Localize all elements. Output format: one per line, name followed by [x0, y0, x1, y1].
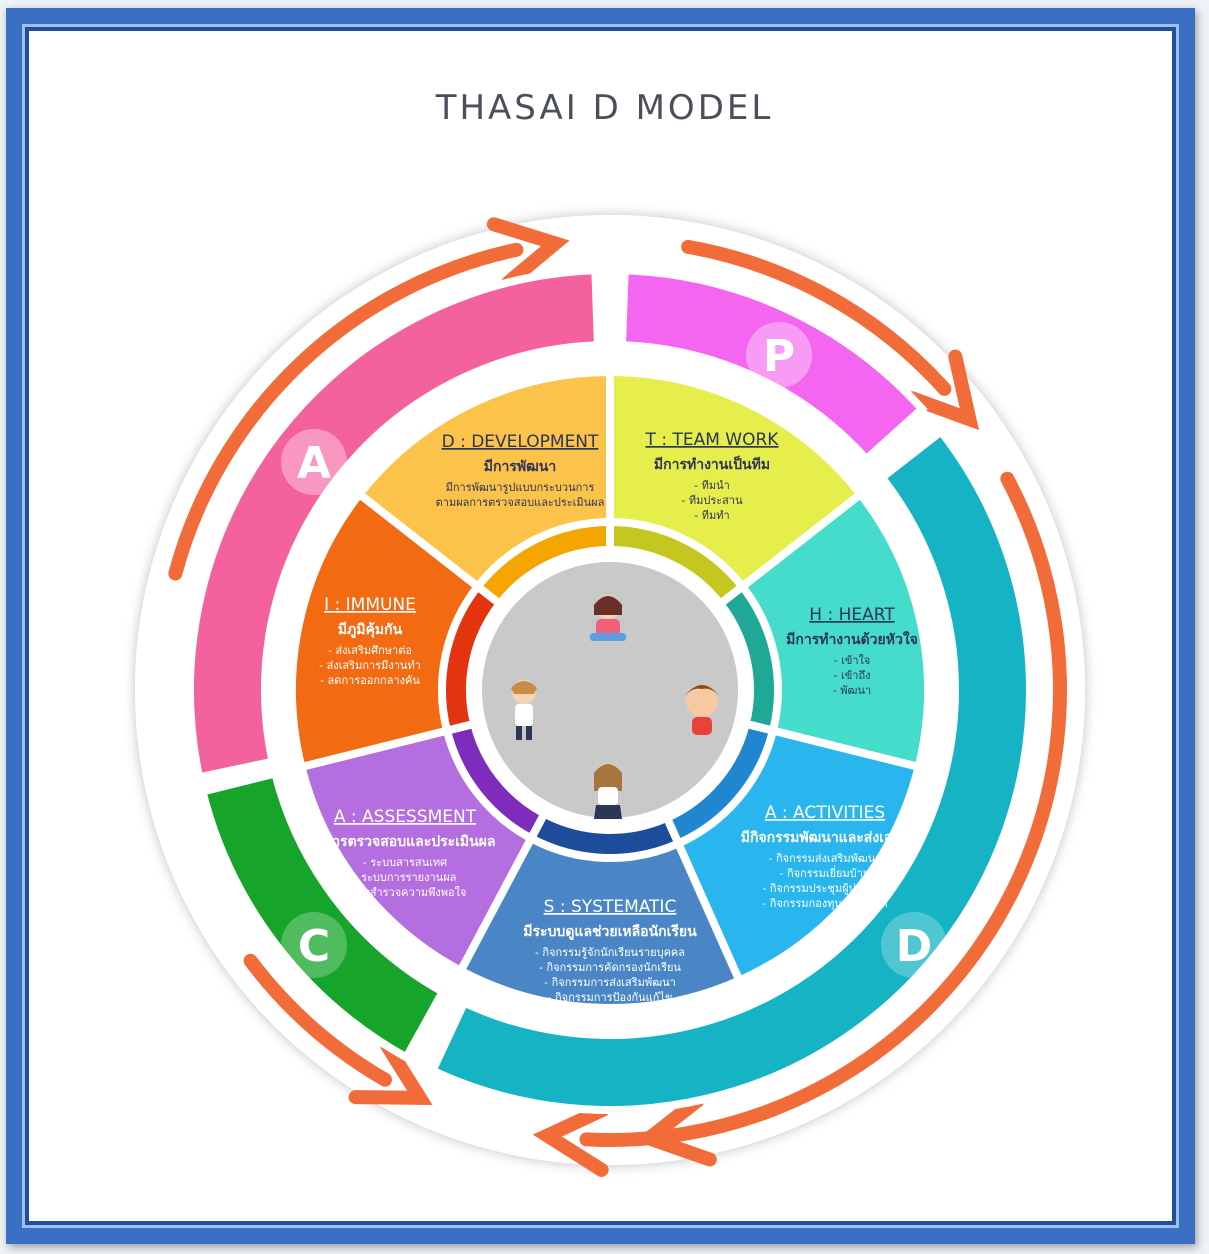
segment-item: - กิจกรรมการป้องกันแก้ไข [548, 991, 673, 1004]
segment-item: - กิจกรรมการส่งต่อ [565, 1006, 656, 1019]
ring-segment-p [617, 266, 928, 465]
segment-assessment: A : ASSESSMENT มีการตรวจสอบและประเมินผล - … [296, 719, 550, 977]
ring-letter: D [896, 921, 933, 972]
segment-title: D : DEVELOPMENT [442, 432, 599, 452]
segment-item: - ระบบการรายงานผล [354, 871, 457, 884]
segment-item: - ลดการออกกลางคัน [320, 674, 420, 687]
segment-title: T : TEAM WORK [645, 430, 780, 450]
cycle-arrows [168, 217, 1067, 1177]
segment-item: - ส่งเสริมการมีงานทำ [319, 659, 421, 672]
arrow-top-left [168, 242, 524, 581]
segment-title: I : IMMUNE [324, 595, 416, 615]
ring-letter-badge: A [281, 429, 347, 495]
segment-subtitle: มีการทำงานด้วยหัวใจ [786, 630, 918, 648]
ring-letter-badge: D [881, 912, 947, 978]
boy-waving-figure [511, 680, 537, 740]
segment-item: - กิจกรรมส่งเสริมพัฒนา [769, 852, 882, 865]
segment-title: H : HEART [809, 605, 895, 625]
arrow-right [681, 471, 1067, 1141]
center-circle [482, 562, 738, 818]
segment-item: - พัฒนา [833, 684, 871, 697]
ring-letter: C [298, 921, 330, 972]
segment-item: - กิจกรรมประชุมผู้ปกครอง [762, 882, 887, 895]
segment-item: มีการพัฒนารูปแบบกระบวนการ [446, 481, 595, 494]
segment-item: - เข้าใจ [834, 654, 871, 667]
diagram-title: THASAI D MODEL [435, 88, 774, 128]
arrow-top-right-head [905, 349, 980, 431]
segment-item: ตามผลการตรวจสอบและประเมินผล [436, 496, 605, 509]
segment-item: - การสำรวจความพึงพอใจ [344, 886, 467, 899]
ring-letter-badge: P [746, 322, 812, 388]
ring-segment-a [186, 266, 603, 783]
segment-item: - ทีมประสาน [681, 494, 743, 507]
segment-development: D : DEVELOPMENT มีการพัฒนามีการพัฒนารูปแบ… [353, 367, 614, 610]
outer-ring: A P C D [186, 266, 1034, 1114]
girl-reading-figure [590, 595, 626, 641]
segment-item: - กิจกรรมการส่งเสริมพัฒนา [544, 976, 676, 989]
segment-item: - เข้าถึง [834, 669, 871, 682]
ring-segment-c [197, 768, 449, 1063]
segment-item: - กิจกรรมกองทุนการศึกษา [762, 897, 888, 910]
girl-standing-figure [594, 763, 622, 819]
segment-subtitle: มีการพัฒนา [484, 459, 556, 475]
segment-item: - กิจกรรมรู้จักนักเรียนรายบุคคล [535, 946, 685, 959]
segment-title: A : ASSESSMENT [334, 807, 477, 827]
segment-subtitle: มีการตรวจสอบและประเมินผล [314, 834, 495, 850]
segment-systematic: S : SYSTEMATIC มีระบบดูแลช่วยเหลือนักเรีย… [455, 808, 745, 1019]
ring-segment-d [427, 425, 1034, 1114]
segment-item: - กิจกรรมเยี่ยมบ้าน [780, 865, 871, 880]
arrow-bottom-left [243, 953, 392, 1087]
segment-item: - ทีมนำ [694, 479, 730, 492]
ring-letter: P [763, 331, 795, 382]
ring-letter-badge: C [281, 912, 347, 978]
segment-subtitle: มีภูมิคุ้มกัน [338, 622, 403, 638]
segment-subtitle: มีระบบดูแลช่วยเหลือนักเรียน [523, 924, 697, 940]
segment-item: - ทีมทำ [694, 509, 729, 522]
arrow-top-left-head [486, 217, 570, 290]
arrow-top-right [681, 239, 952, 396]
segment-title: A : ACTIVITIES [765, 803, 885, 823]
segment-subtitle: มีกิจกรรมพัฒนาและส่งเสริม [741, 830, 910, 846]
arrow-bottom-left-head [348, 1039, 433, 1105]
segment-title: S : SYSTEMATIC [544, 897, 677, 917]
segment-item: - ระบบสารสนเทศ [363, 856, 447, 869]
arrow-bottom-head [532, 1102, 610, 1177]
segment-item: - กิจกรรมการคัดกรองนักเรียน [539, 961, 681, 974]
segment-item: - ส่งเสริมศึกษาต่อ [328, 644, 412, 657]
arrow-bottom [579, 1100, 786, 1147]
ring-letter: A [297, 438, 331, 489]
boy-crying-figure [684, 685, 720, 735]
segment-subtitle: มีการทำงานเป็นทีม [654, 455, 770, 473]
